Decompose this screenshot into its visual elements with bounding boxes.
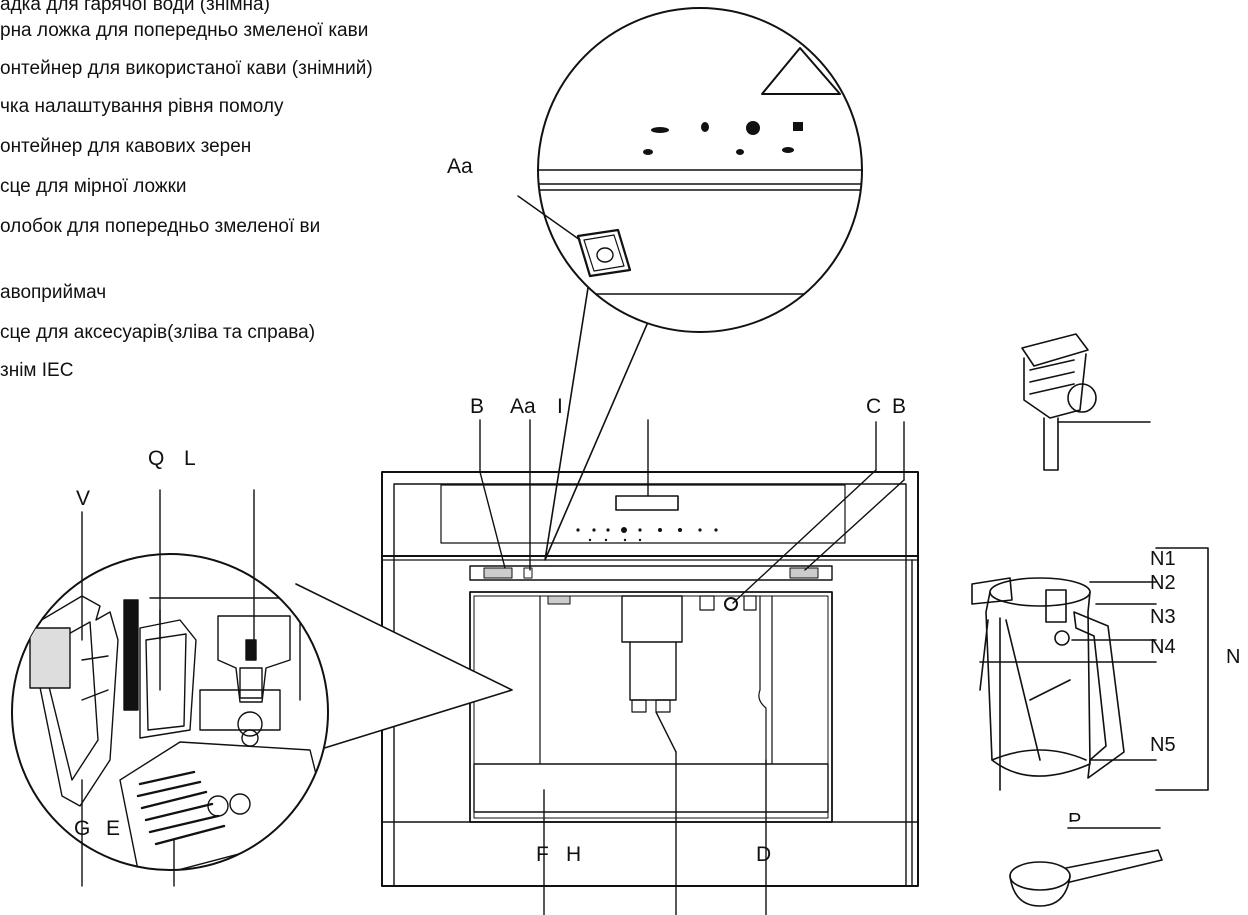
label-d: D: [756, 843, 772, 866]
label-i: I: [557, 395, 563, 418]
label-e: E: [106, 817, 121, 840]
label-n4: N4: [1150, 636, 1176, 658]
label-aa: Aa: [510, 395, 536, 418]
label-g: G: [74, 817, 91, 840]
legend-item-bean-container: онтейнер для кавових зерен: [0, 136, 252, 157]
control-panel-zoom: [517, 7, 863, 561]
legend-item-used-coffee-container: онтейнер для використаної кави (знімний): [0, 58, 373, 79]
label-l: L: [184, 447, 196, 470]
legend-item-grind-knob: чка налаштування рівня помолу: [0, 96, 284, 117]
control-buttons-zoom: [643, 121, 803, 155]
label-p: P: [1068, 812, 1081, 822]
legend-item-coffee-dispenser: авоприймач: [0, 282, 107, 303]
legend-item-accessory-place: сце для аксесуарів(зліва та справа): [0, 322, 316, 343]
legend-item-ground-coffee-funnel: олобок для попередньо змеленої ви: [0, 216, 321, 237]
interior-leader-lines: [81, 489, 255, 887]
label-n5: N5: [1150, 734, 1176, 756]
label-n1: N1: [1150, 548, 1176, 570]
label-b-left: B: [470, 395, 485, 418]
measuring-spoon: [1009, 827, 1163, 907]
label-f: F: [536, 843, 549, 866]
leader-lines: [479, 419, 913, 915]
label-aa-zoom: Aa: [447, 155, 473, 178]
label-b-right: B: [892, 395, 907, 418]
label-v: V: [76, 487, 91, 510]
milk-jug: [971, 547, 1209, 791]
label-n: N: [1226, 646, 1241, 668]
label-n3: N3: [1150, 606, 1176, 628]
label-n2: N2: [1150, 572, 1176, 594]
label-h: H: [566, 843, 582, 866]
milk-frother-nozzle: [1021, 333, 1151, 471]
legend-item-spoon-place: сце для мірної ложки: [0, 176, 187, 197]
coffee-machine-front: [381, 471, 919, 887]
aa-button-zoom: [576, 228, 632, 278]
legend-item-iec-connector: знім IEC: [0, 360, 74, 381]
control-buttons: [576, 527, 718, 542]
label-q: Q: [148, 447, 165, 470]
legend-item-hot-water-nozzle: адка для гарячої води (знімна): [0, 0, 270, 15]
legend-item-measuring-spoon: рна ложка для попередньо змеленої кави: [0, 20, 369, 41]
interior-zoom: [11, 553, 513, 871]
label-c: C: [866, 395, 882, 418]
